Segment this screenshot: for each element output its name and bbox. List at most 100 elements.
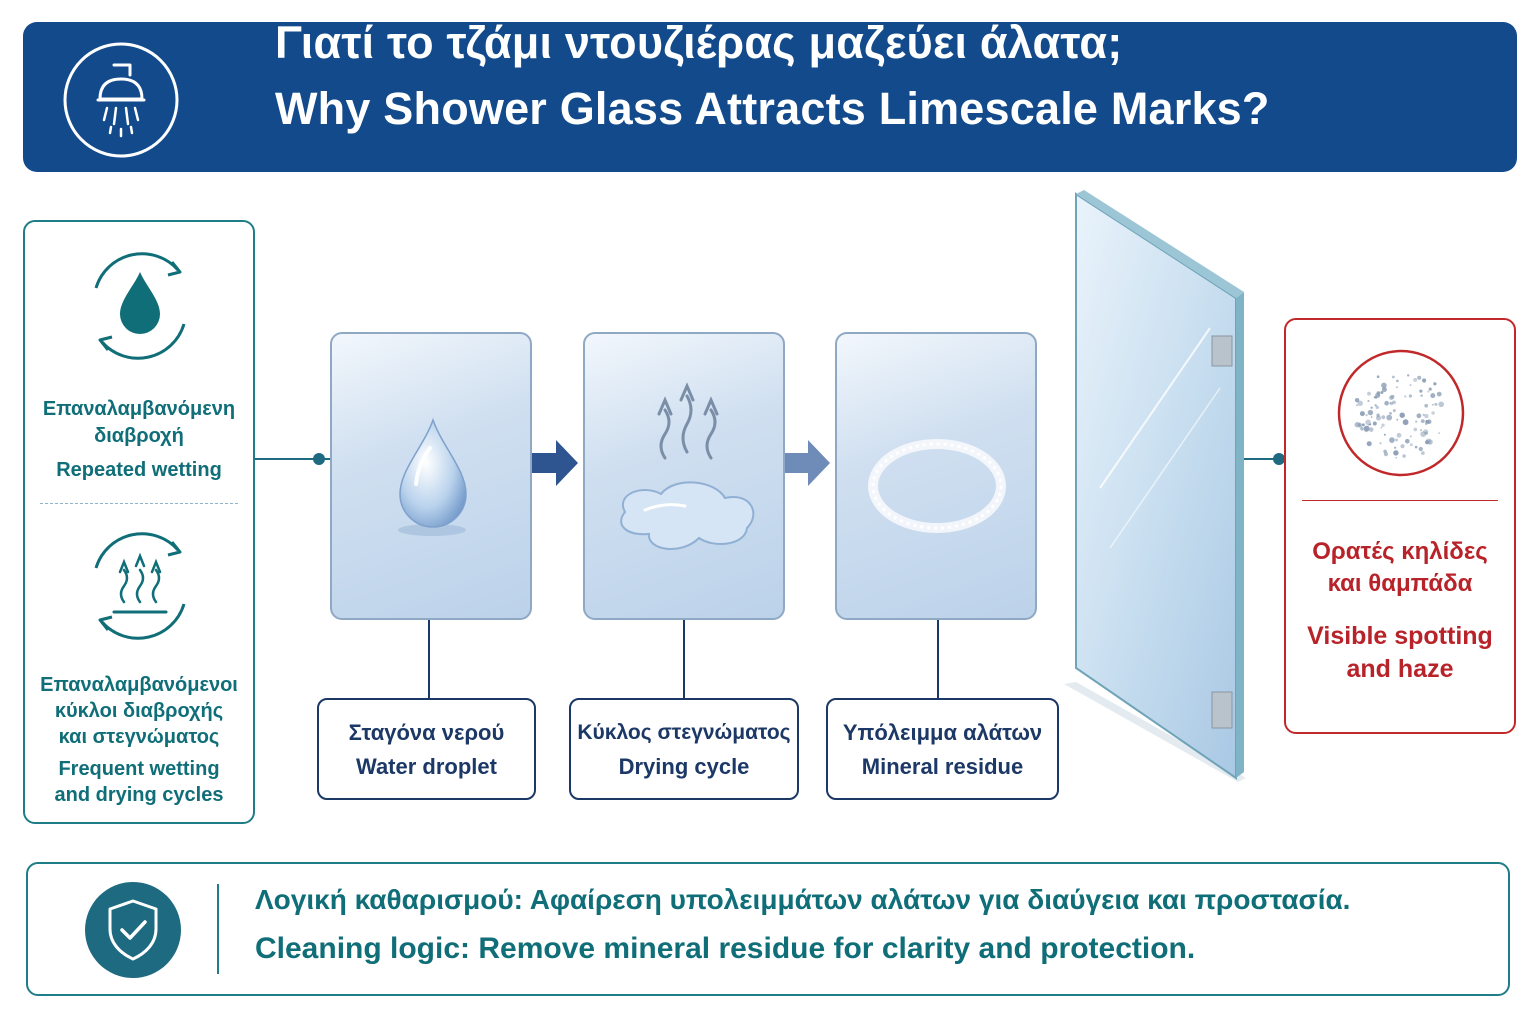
water-droplet-card: [330, 332, 532, 620]
limescale-speck: [1365, 414, 1368, 417]
limescale-speck: [1404, 395, 1407, 398]
shower-head-icon: [63, 42, 179, 158]
limescale-speck: [1413, 377, 1418, 382]
limescale-speck: [1417, 375, 1422, 380]
limescale-speck: [1408, 394, 1412, 398]
limescale-speck: [1432, 403, 1434, 406]
limescale-speck: [1438, 401, 1444, 408]
limescale-speck: [1360, 427, 1364, 431]
limescale-speck: [1395, 456, 1398, 459]
limescale-speck: [1402, 419, 1409, 426]
limescale-speck: [1379, 442, 1382, 445]
limescale-speck: [1386, 414, 1393, 421]
limescale-speck: [1438, 432, 1441, 435]
bottom-divider: [217, 884, 219, 974]
result-divider: [1302, 500, 1498, 501]
limescale-speck: [1400, 444, 1405, 449]
water-droplet-icon: [398, 417, 467, 536]
step-label-mineral-residue: Υπόλειμμα αλάτων Mineral residue: [826, 698, 1059, 800]
shower-glass-panel-icon: [1064, 190, 1246, 782]
limescale-speck: [1389, 437, 1395, 443]
limescale-speck: [1383, 449, 1387, 454]
limescale-speck: [1420, 431, 1427, 437]
limescale-speck: [1389, 412, 1392, 415]
cleaning-logic-english: Cleaning logic: Remove mineral residue f…: [255, 932, 1196, 965]
limescale-speck: [1425, 420, 1429, 424]
limescale-speck: [1422, 378, 1427, 383]
limescale-speck: [1376, 415, 1381, 421]
limescale-speck: [1433, 382, 1437, 386]
limescale-speck: [1410, 435, 1412, 438]
limescale-speck: [1372, 421, 1377, 426]
drying-cycle-card: [583, 332, 785, 620]
limescale-speck: [1396, 379, 1399, 383]
limescale-speck: [1427, 390, 1430, 393]
limescale-speck: [1357, 400, 1363, 406]
limescale-speck: [1416, 413, 1422, 419]
limescale-speck: [1425, 440, 1430, 445]
limescale-speck: [1434, 402, 1438, 406]
limescale-speck: [1424, 403, 1428, 408]
limescale-speck: [1414, 445, 1418, 449]
limescale-speck: [1413, 427, 1418, 432]
limescale-speck: [1376, 375, 1380, 378]
limescale-speck: [1423, 429, 1429, 435]
causes-panel: [23, 220, 255, 824]
limescale-speck: [1384, 400, 1389, 406]
limescale-speck: [1380, 426, 1383, 429]
limescale-speck: [1424, 413, 1429, 419]
limescale-speck: [1375, 405, 1379, 409]
limescale-speck: [1356, 404, 1358, 407]
limescale-speck: [1402, 454, 1406, 458]
limescale-speck: [1415, 420, 1418, 423]
mineral-residue-card: [835, 332, 1037, 620]
limescale-speck: [1374, 404, 1377, 407]
cleaning-logic-bar: [26, 862, 1510, 996]
limescale-speck: [1354, 398, 1360, 403]
limescale-speck: [1399, 412, 1405, 418]
limescale-speck: [1363, 425, 1370, 432]
limescale-speck: [1393, 450, 1399, 456]
limescale-speck: [1404, 419, 1407, 422]
limescale-speck: [1424, 431, 1428, 435]
limescale-speck: [1392, 375, 1395, 379]
step-label-drying-cycle: Κύκλος στεγνώματος Drying cycle: [569, 698, 799, 800]
repeated-wetting-en: Repeated wetting: [56, 459, 222, 481]
limescale-speck: [1367, 391, 1371, 396]
panel-divider: [40, 503, 238, 504]
limescale-speck: [1420, 394, 1423, 397]
limescale-speck: [1368, 424, 1370, 426]
header-banner: [23, 22, 1517, 172]
limescale-speck: [1354, 422, 1360, 428]
title-greek: Γιατί το τζάμι ντουζιέρας μαζεύει άλατα;: [275, 17, 1123, 68]
cleaning-logic-greek: Λογική καθαρισμού: Αφαίρεση υπολειμμάτων…: [255, 884, 1351, 915]
limescale-speck: [1381, 382, 1387, 389]
limescale-speck: [1396, 386, 1398, 389]
limescale-speck: [1363, 427, 1369, 433]
limescale-speck: [1420, 429, 1422, 432]
arrow-right-icon: [784, 440, 830, 486]
limescale-speck: [1373, 396, 1376, 399]
limescale-speck: [1368, 427, 1374, 432]
shield-check-icon: [85, 882, 181, 978]
limescale-speck: [1380, 391, 1384, 394]
arrow-right-icon: [532, 440, 578, 486]
limescale-speck: [1370, 406, 1373, 409]
limescale-speck: [1395, 438, 1398, 442]
limescale-speck: [1396, 432, 1402, 438]
limescale-speck: [1358, 424, 1363, 428]
mineral-ring-icon: [868, 439, 1006, 533]
limescale-speck: [1407, 374, 1410, 377]
result-panel: [1284, 318, 1516, 734]
limescale-speck: [1361, 423, 1365, 427]
limescale-speck: [1405, 438, 1410, 444]
limescale-speck: [1396, 418, 1399, 421]
limescale-speck: [1359, 411, 1365, 417]
limescale-speck: [1422, 413, 1425, 416]
limescale-speck: [1394, 446, 1397, 449]
limescale-speck: [1389, 402, 1392, 405]
